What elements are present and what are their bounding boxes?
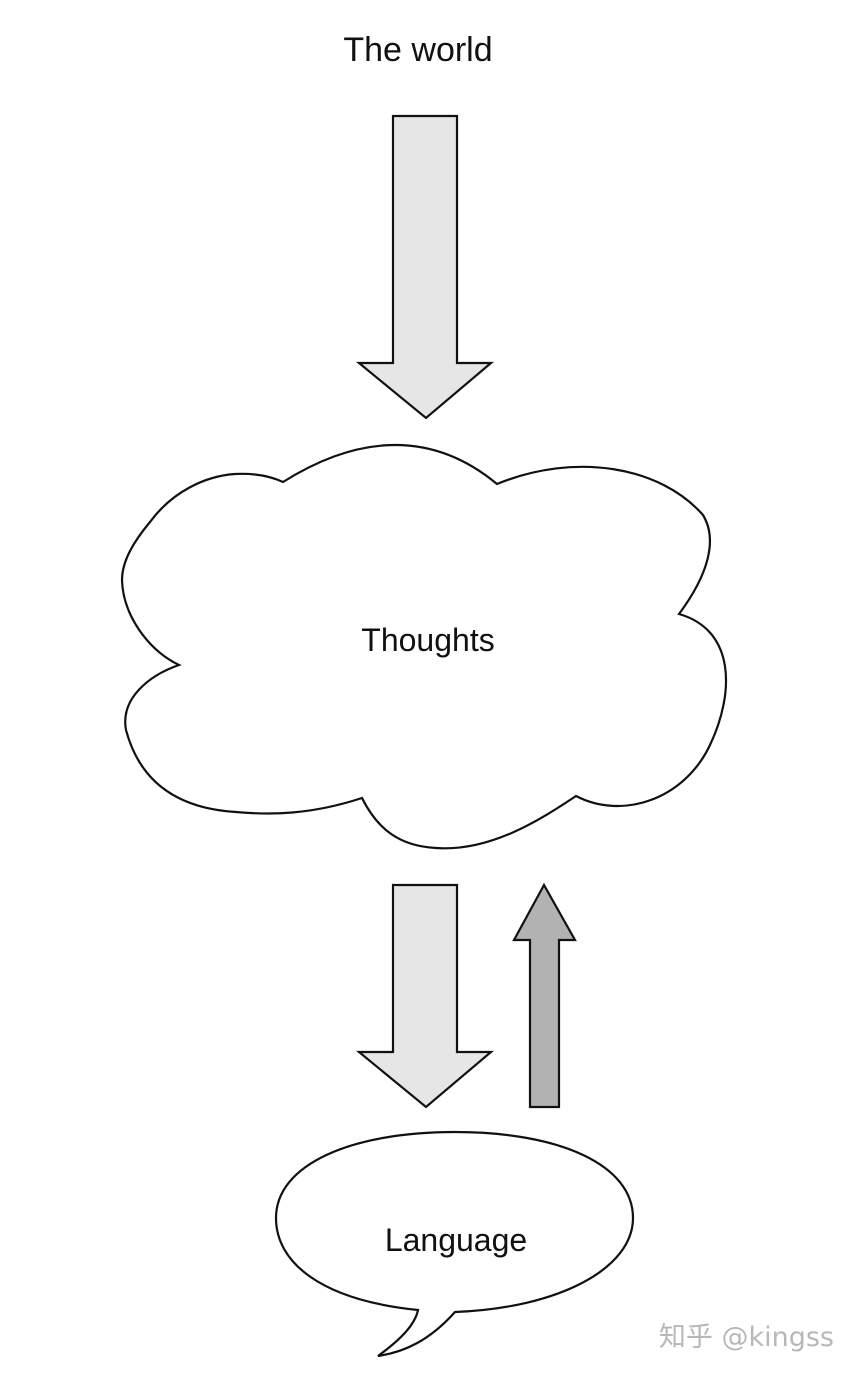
- thoughts-cloud: [120, 443, 728, 850]
- arrow-world-to-thoughts: [355, 114, 495, 420]
- language-speech-bubble: [274, 1130, 635, 1358]
- arrow-language-to-thoughts: [512, 882, 577, 1109]
- language-label: Language: [385, 1222, 527, 1258]
- arrow-thoughts-to-language: [355, 883, 495, 1109]
- world-label: The world: [343, 31, 492, 69]
- watermark-text: 知乎 @kingss: [659, 1322, 834, 1353]
- thoughts-label: Thoughts: [361, 622, 494, 658]
